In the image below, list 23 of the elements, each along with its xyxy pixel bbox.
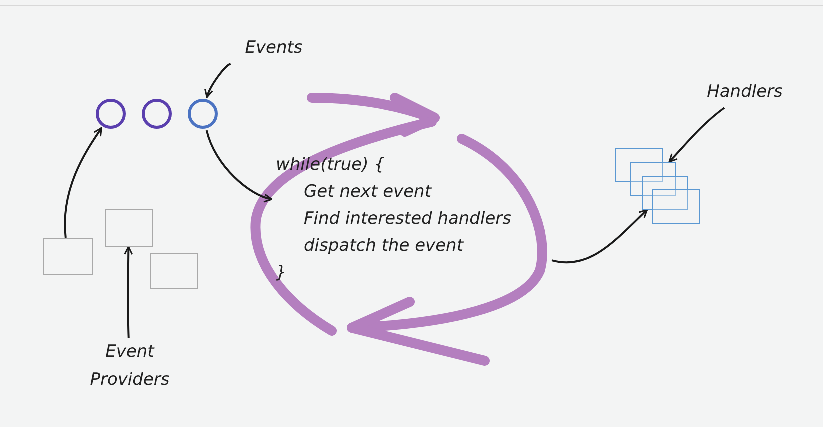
arrow bbox=[668, 107, 726, 163]
code-line: } bbox=[275, 262, 287, 285]
provider-box bbox=[150, 253, 198, 289]
annotation-label: Events bbox=[228, 34, 320, 64]
arrow bbox=[552, 209, 648, 264]
provider-box bbox=[43, 238, 93, 275]
code-line: dispatch the event bbox=[303, 235, 464, 258]
arrow bbox=[205, 63, 232, 98]
handler-box bbox=[630, 162, 676, 196]
handler-box bbox=[615, 148, 663, 182]
provider-box bbox=[105, 209, 153, 247]
code-line: Find interested handlers bbox=[303, 208, 512, 231]
event-circle bbox=[96, 99, 126, 129]
code-line: Get next event bbox=[303, 181, 432, 204]
annotation-label: Handlers bbox=[690, 78, 800, 108]
event-circle bbox=[142, 99, 172, 129]
handler-box bbox=[642, 176, 688, 210]
event-circle bbox=[188, 99, 218, 129]
arrow bbox=[124, 246, 134, 338]
handler-box bbox=[652, 189, 700, 224]
annotation-label: Event Providers bbox=[85, 338, 175, 396]
arrow bbox=[206, 130, 273, 202]
arrow bbox=[64, 127, 102, 238]
